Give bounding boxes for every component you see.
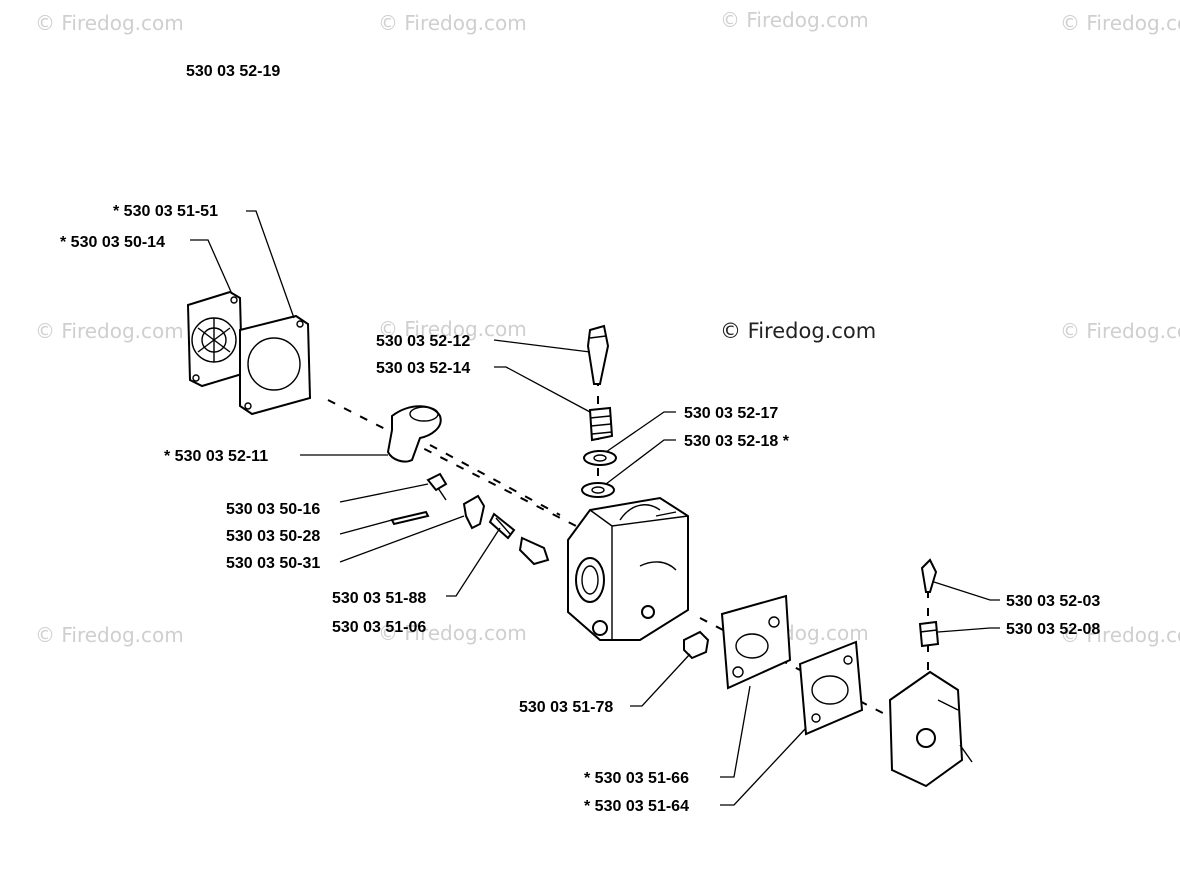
- part-label: 530 03 50-28: [226, 528, 320, 545]
- watermarks: © Firedog.com © Firedog.com © Firedog.co…: [35, 8, 1180, 647]
- part-label: 530 03 51-88: [332, 590, 426, 607]
- part-label: * 530 03 52-11: [164, 448, 268, 465]
- needle-valve-part: [586, 324, 614, 442]
- part-label: 530 03 52-14: [376, 360, 470, 377]
- watermark-text: © Firedog.com: [378, 317, 527, 341]
- metering-cover-part: [888, 558, 973, 788]
- part-label: * 530 03 51-51: [113, 203, 218, 220]
- watermark-text: © Firedog.com: [1060, 11, 1180, 35]
- part-label: 530 03 50-16: [226, 501, 320, 518]
- pump-cover-part: [186, 290, 244, 388]
- watermark-main: © Firedog.com: [720, 319, 876, 343]
- part-label: 530 03 51-78: [519, 699, 613, 716]
- leader-lines: [190, 210, 1000, 806]
- part-label: 530 03 50-31: [226, 555, 320, 572]
- assembly-number: 530 03 52-19: [186, 63, 280, 80]
- part-label: * 530 03 51-66: [584, 770, 689, 787]
- inlet-elbow-part: [386, 405, 442, 463]
- watermark-text: © Firedog.com: [1060, 623, 1180, 647]
- watermark-text: © Firedog.com: [378, 621, 527, 645]
- part-label: * 530 03 50-14: [60, 234, 165, 251]
- part-label: 530 03 52-17: [684, 405, 778, 422]
- part-label: * 530 03 51-64: [584, 798, 689, 815]
- washer-parts: [581, 450, 617, 498]
- part-label: 530 03 52-08: [1006, 621, 1100, 638]
- watermark-text: © Firedog.com: [35, 319, 184, 343]
- metering-gasket-part: [720, 594, 792, 690]
- watermark-text: © Firedog.com: [1060, 319, 1180, 343]
- part-label: 530 03 52-12: [376, 333, 470, 350]
- carburetor-body: [567, 496, 689, 641]
- small-parts: [390, 472, 550, 566]
- pump-gasket-part: [239, 314, 312, 416]
- part-label: 530 03 52-03: [1006, 593, 1100, 610]
- part-labels: * 530 03 51-51 * 530 03 50-14 * 530 03 5…: [60, 203, 1100, 815]
- metering-diaphragm-part: [798, 640, 864, 736]
- plug-part: [683, 630, 710, 660]
- part-label: 530 03 51-06: [332, 619, 426, 636]
- watermark-text: © Firedog.com: [35, 11, 184, 35]
- part-label: 530 03 52-18 *: [684, 433, 790, 450]
- watermark-text: © Firedog.com: [378, 11, 527, 35]
- watermark-text: © Firedog.com: [35, 623, 184, 647]
- watermark-text: © Firedog.com: [720, 8, 869, 32]
